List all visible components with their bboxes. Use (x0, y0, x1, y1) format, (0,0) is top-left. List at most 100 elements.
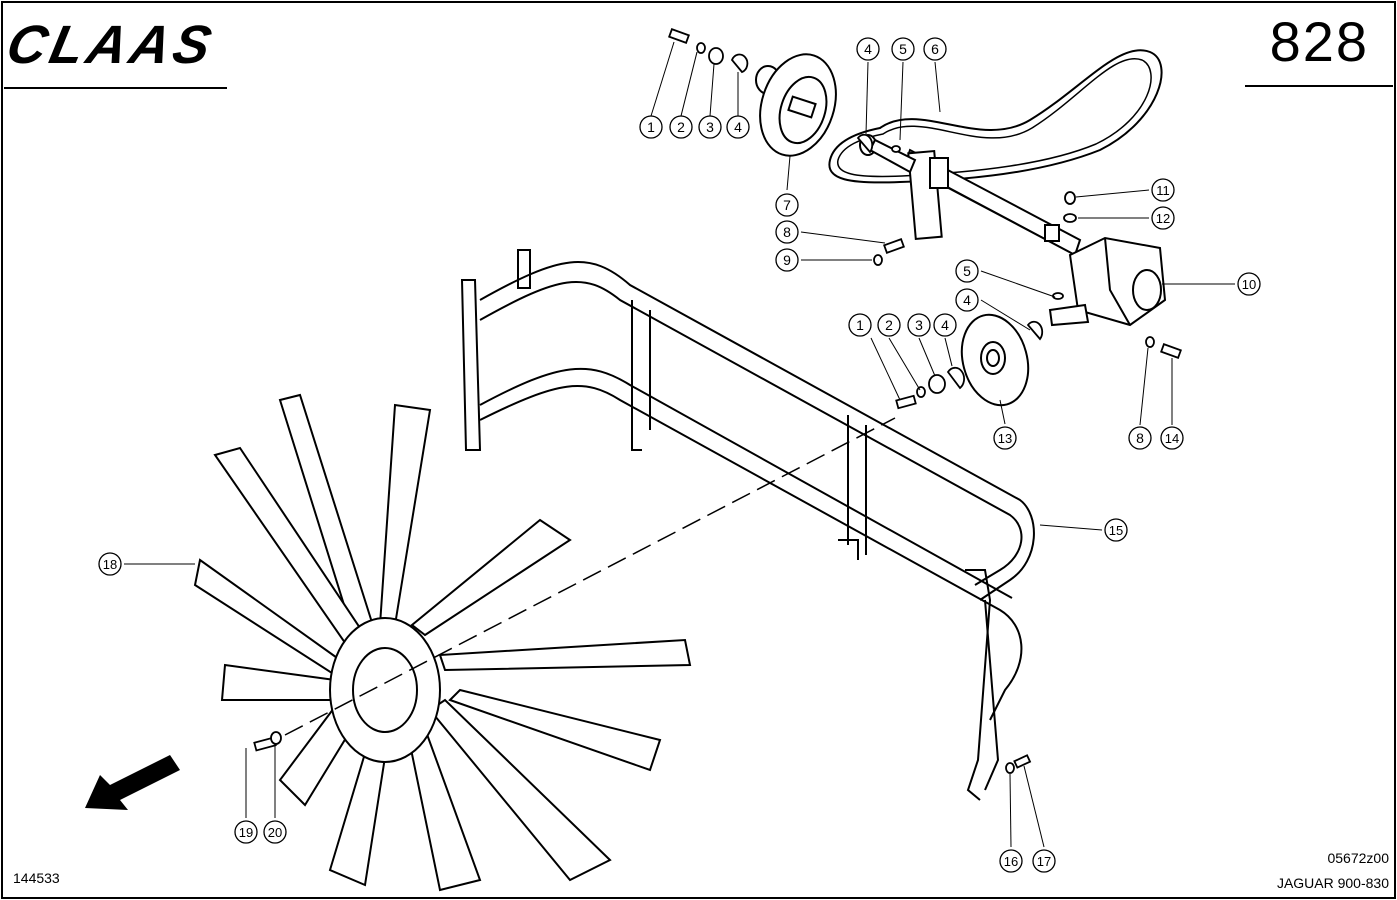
callout-number: 6 (931, 41, 939, 57)
callout-8b: 8 (1128, 426, 1152, 450)
callout-number: 16 (1004, 854, 1018, 869)
callout-number: 8 (1136, 430, 1144, 446)
callout-number: 7 (783, 197, 791, 213)
callout-3a: 3 (698, 115, 722, 139)
callout-circle (698, 115, 722, 139)
callout-3b: 3 (907, 313, 931, 337)
callout-circle (933, 313, 957, 337)
callout-number: 4 (864, 41, 872, 57)
callout-circle (993, 426, 1017, 450)
callout-18: 18 (98, 552, 122, 576)
callout-number: 13 (998, 431, 1012, 446)
callout-circle (234, 820, 258, 844)
callout-13: 13 (993, 426, 1017, 450)
callout-number: 15 (1109, 523, 1123, 538)
callout-11: 11 (1151, 178, 1175, 202)
callout-1b: 1 (848, 313, 872, 337)
callout-number: 1 (647, 119, 655, 135)
callout-number: 20 (268, 825, 282, 840)
v-belt (828, 49, 1163, 184)
callout-number: 5 (899, 41, 907, 57)
callout-17: 17 (1032, 849, 1056, 873)
leader-lines (124, 41, 1235, 848)
tube-frame (460, 249, 1035, 801)
callout-4d: 4 (933, 313, 957, 337)
callout-number: 14 (1165, 431, 1179, 446)
callout-number: 4 (963, 292, 971, 308)
callout-8a: 8 (775, 220, 799, 244)
callout-circle (877, 313, 901, 337)
callout-4b: 4 (856, 37, 880, 61)
model-name: JAGUAR 900-830 (1276, 875, 1389, 891)
callout-circle (1151, 206, 1175, 230)
callout-number: 19 (239, 825, 253, 840)
callout-circle (775, 193, 799, 217)
callout-circle (856, 37, 880, 61)
callout-number: 9 (783, 252, 791, 268)
callout-number: 5 (963, 263, 971, 279)
callout-circle (1128, 426, 1152, 450)
callout-5a: 5 (891, 37, 915, 61)
callout-circle (955, 259, 979, 283)
callout-6: 6 (923, 37, 947, 61)
callout-number: 12 (1156, 211, 1170, 226)
callout-number: 3 (706, 119, 714, 135)
drawing-code: 05672z00 (1327, 850, 1389, 866)
drive-shaft-assembly (859, 134, 1167, 327)
callout-number: 18 (103, 557, 117, 572)
v-belt-inner (837, 57, 1152, 178)
bearing-flange (960, 313, 1030, 407)
callout-2b: 2 (877, 313, 901, 337)
callout-circle (726, 115, 750, 139)
callout-number: 1 (856, 317, 864, 333)
callout-circle (848, 313, 872, 337)
callout-circle (923, 37, 947, 61)
sheet-id: 144533 (13, 870, 60, 886)
callout-circle (639, 115, 663, 139)
callout-number: 10 (1242, 277, 1256, 292)
callout-4c: 4 (955, 288, 979, 312)
cooling-fan (193, 393, 692, 892)
page-number: 828 (1269, 10, 1369, 73)
direction-arrow (85, 755, 180, 810)
center-line (284, 417, 896, 736)
callout-2a: 2 (669, 115, 693, 139)
callout-number: 4 (734, 119, 742, 135)
callout-circle (775, 220, 799, 244)
callout-circle (1104, 518, 1128, 542)
callout-number: 4 (941, 317, 949, 333)
callout-circle (891, 37, 915, 61)
callout-number: 3 (915, 317, 923, 333)
callout-number: 2 (677, 119, 685, 135)
callout-20: 20 (263, 820, 287, 844)
callout-15: 15 (1104, 518, 1128, 542)
callout-4a: 4 (726, 115, 750, 139)
callout-circle (1032, 849, 1056, 873)
callout-10: 10 (1237, 272, 1261, 296)
callout-5b: 5 (955, 259, 979, 283)
hardware-parts (253, 28, 1182, 774)
callout-circle (1151, 178, 1175, 202)
callout-number: 11 (1156, 183, 1170, 198)
callout-number: 8 (783, 224, 791, 240)
callout-number: 17 (1037, 854, 1051, 869)
callout-19: 19 (234, 820, 258, 844)
pulley-top (755, 53, 837, 157)
callout-9: 9 (775, 248, 799, 272)
callout-circle (669, 115, 693, 139)
callout-circle (955, 288, 979, 312)
callout-12: 12 (1151, 206, 1175, 230)
callout-7: 7 (775, 193, 799, 217)
callout-16: 16 (999, 849, 1023, 873)
callout-circle (98, 552, 122, 576)
callout-14: 14 (1160, 426, 1184, 450)
callout-1a: 1 (639, 115, 663, 139)
callout-number: 2 (885, 317, 893, 333)
callout-circle (999, 849, 1023, 873)
callout-circle (907, 313, 931, 337)
callout-circle (775, 248, 799, 272)
